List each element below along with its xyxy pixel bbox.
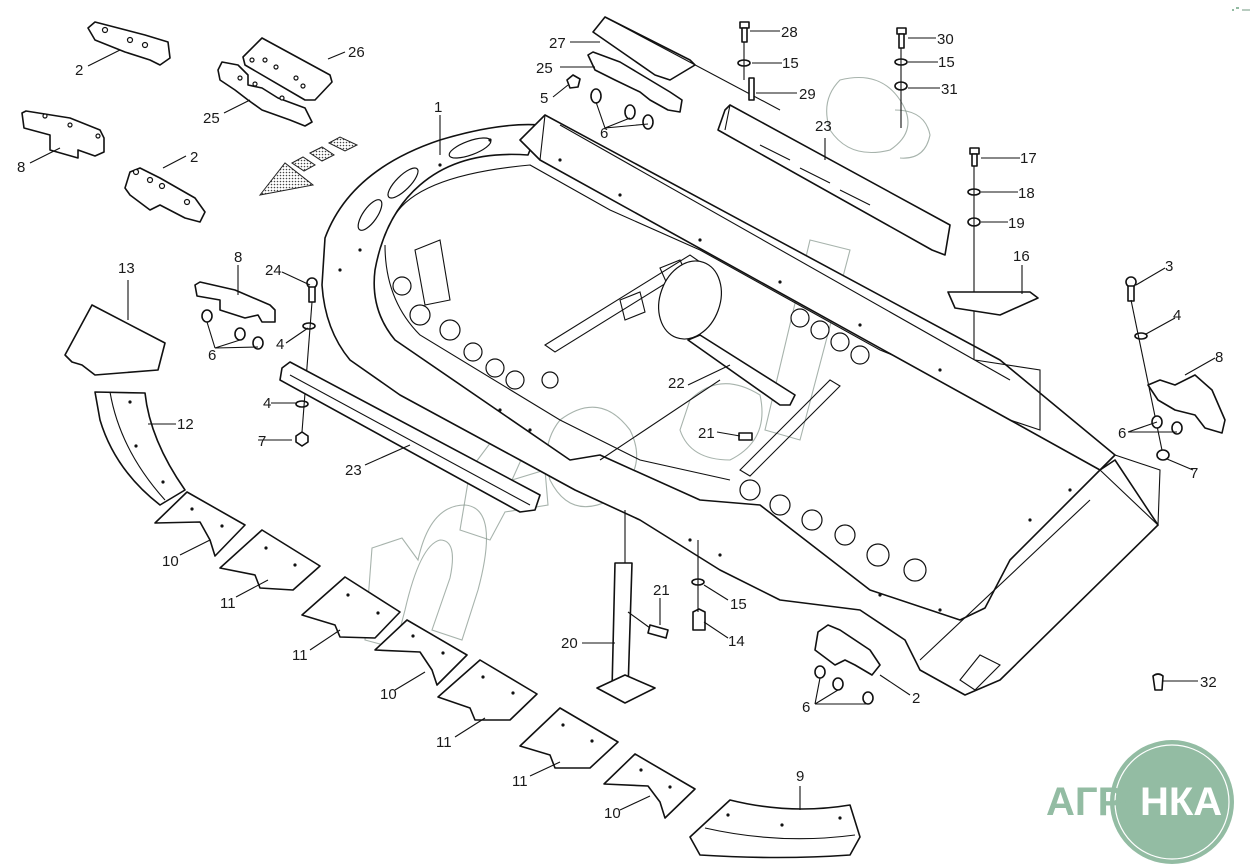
callout-label: 7 [1190, 465, 1198, 482]
part-blade-11-d [519, 707, 619, 769]
callout-label: 28 [781, 24, 798, 41]
callout-label: 2 [912, 690, 920, 707]
callout-label: 2 [75, 62, 83, 79]
callout-label: 30 [937, 31, 954, 48]
main-frame [321, 114, 1161, 696]
callout-label: 15 [730, 596, 747, 613]
part-plate-16 [947, 291, 1039, 316]
part-bolt-17-stack [967, 147, 981, 360]
part-plate-26 [242, 37, 333, 101]
part-blade-11-c [437, 659, 538, 721]
logo-left-text: АГРО [1046, 780, 1155, 824]
callout-label: 10 [162, 553, 179, 570]
callout-label: 15 [782, 55, 799, 72]
part-bracket-2-bottom [814, 624, 881, 705]
callout-label: 16 [1013, 248, 1030, 265]
callout-label: 6 [1118, 425, 1126, 442]
callout-label: 10 [380, 686, 397, 703]
part-blade-11-a [219, 529, 321, 591]
part-bracket-2-mid [124, 167, 206, 223]
part-nut-5 [566, 74, 581, 89]
part-bracket-8-right [1147, 374, 1226, 461]
callout-label: 11 [292, 647, 308, 664]
part-stand-20 [596, 510, 656, 704]
part-pin-21-bottom [627, 611, 669, 639]
callout-label: 7 [258, 433, 266, 450]
callout-label: 10 [604, 805, 621, 822]
part-blade-10-c [603, 753, 696, 819]
callout-label: 24 [265, 262, 282, 279]
callout-label: 6 [208, 347, 216, 364]
part-bracket-25-top [587, 51, 683, 113]
callout-label: 12 [177, 416, 194, 433]
part-bushing-32 [1152, 673, 1164, 691]
part-rail-23-top [717, 104, 951, 256]
callout-label: 21 [653, 582, 670, 599]
callout-label: 8 [1215, 349, 1223, 366]
corner-mark [1232, 7, 1250, 11]
part-rail-23-left [279, 361, 541, 513]
callout-label: 21 [698, 425, 715, 442]
callout-label: 6 [802, 699, 810, 716]
callout-label: 4 [263, 395, 271, 412]
part-blade-10-a [154, 491, 246, 557]
callout-label: 32 [1200, 674, 1217, 691]
callout-label: 9 [796, 768, 804, 785]
part-bolt-14-stack [691, 540, 706, 631]
callout-label: 2 [190, 149, 198, 166]
callout-label: 27 [549, 35, 566, 52]
callout-label: 11 [220, 595, 236, 612]
callout-label: 22 [668, 375, 685, 392]
callout-label: 6 [600, 125, 608, 142]
part-bolt-3-stack [1125, 276, 1164, 456]
part-blade-10-b [374, 619, 468, 686]
callout-label: 8 [17, 159, 25, 176]
callout-label: 31 [941, 81, 958, 98]
callout-label: 1 [434, 99, 442, 116]
callout-label: 23 [345, 462, 362, 479]
part-bolt-30-stack [894, 27, 908, 128]
agronka-logo: АГРО НКА [1046, 740, 1234, 864]
callout-label: 20 [561, 635, 578, 652]
callout-label: 26 [348, 44, 365, 61]
part-bracket-2-top [87, 21, 171, 66]
part-pin-21-frame [738, 432, 753, 441]
callout-label: 25 [203, 110, 220, 127]
direction-arrow [258, 136, 359, 196]
part-bracket-25-left [217, 61, 313, 127]
callout-label: 18 [1018, 185, 1035, 202]
callout-label: 4 [1173, 307, 1181, 324]
part-skid-12 [94, 391, 186, 506]
callout-label: 8 [234, 249, 242, 266]
part-bracket-8-top [21, 110, 105, 159]
callout-label: 11 [436, 734, 452, 751]
callout-label: 3 [1165, 258, 1173, 275]
part-plate-22 [687, 334, 796, 406]
leader-lines [29, 30, 1216, 811]
callout-label: 15 [938, 54, 955, 71]
callout-label: 25 [536, 60, 553, 77]
callout-label: 5 [540, 90, 548, 107]
callout-label: 4 [276, 336, 284, 353]
callout-label: 23 [815, 118, 832, 135]
part-blade-11-b [301, 576, 401, 639]
part-bolt-28 [737, 21, 751, 80]
part-bolt-24-stack [295, 277, 318, 447]
part-bracket-8-left [194, 281, 276, 350]
callout-label: 14 [728, 633, 745, 650]
callout-label: 29 [799, 86, 816, 103]
callout-label: 11 [512, 773, 528, 790]
callout-label: 17 [1020, 150, 1037, 167]
part-pin-29 [748, 77, 755, 101]
part-guard-13 [64, 304, 166, 376]
logo-right-text: НКА [1140, 780, 1222, 824]
part-skid-9 [689, 799, 861, 859]
callout-label: 19 [1008, 215, 1025, 232]
callout-labels: 2 2 2 1 3 4 4 4 5 6 6 6 6 7 7 8 8 8 9 10… [17, 24, 1223, 822]
callout-label: 13 [118, 260, 135, 277]
